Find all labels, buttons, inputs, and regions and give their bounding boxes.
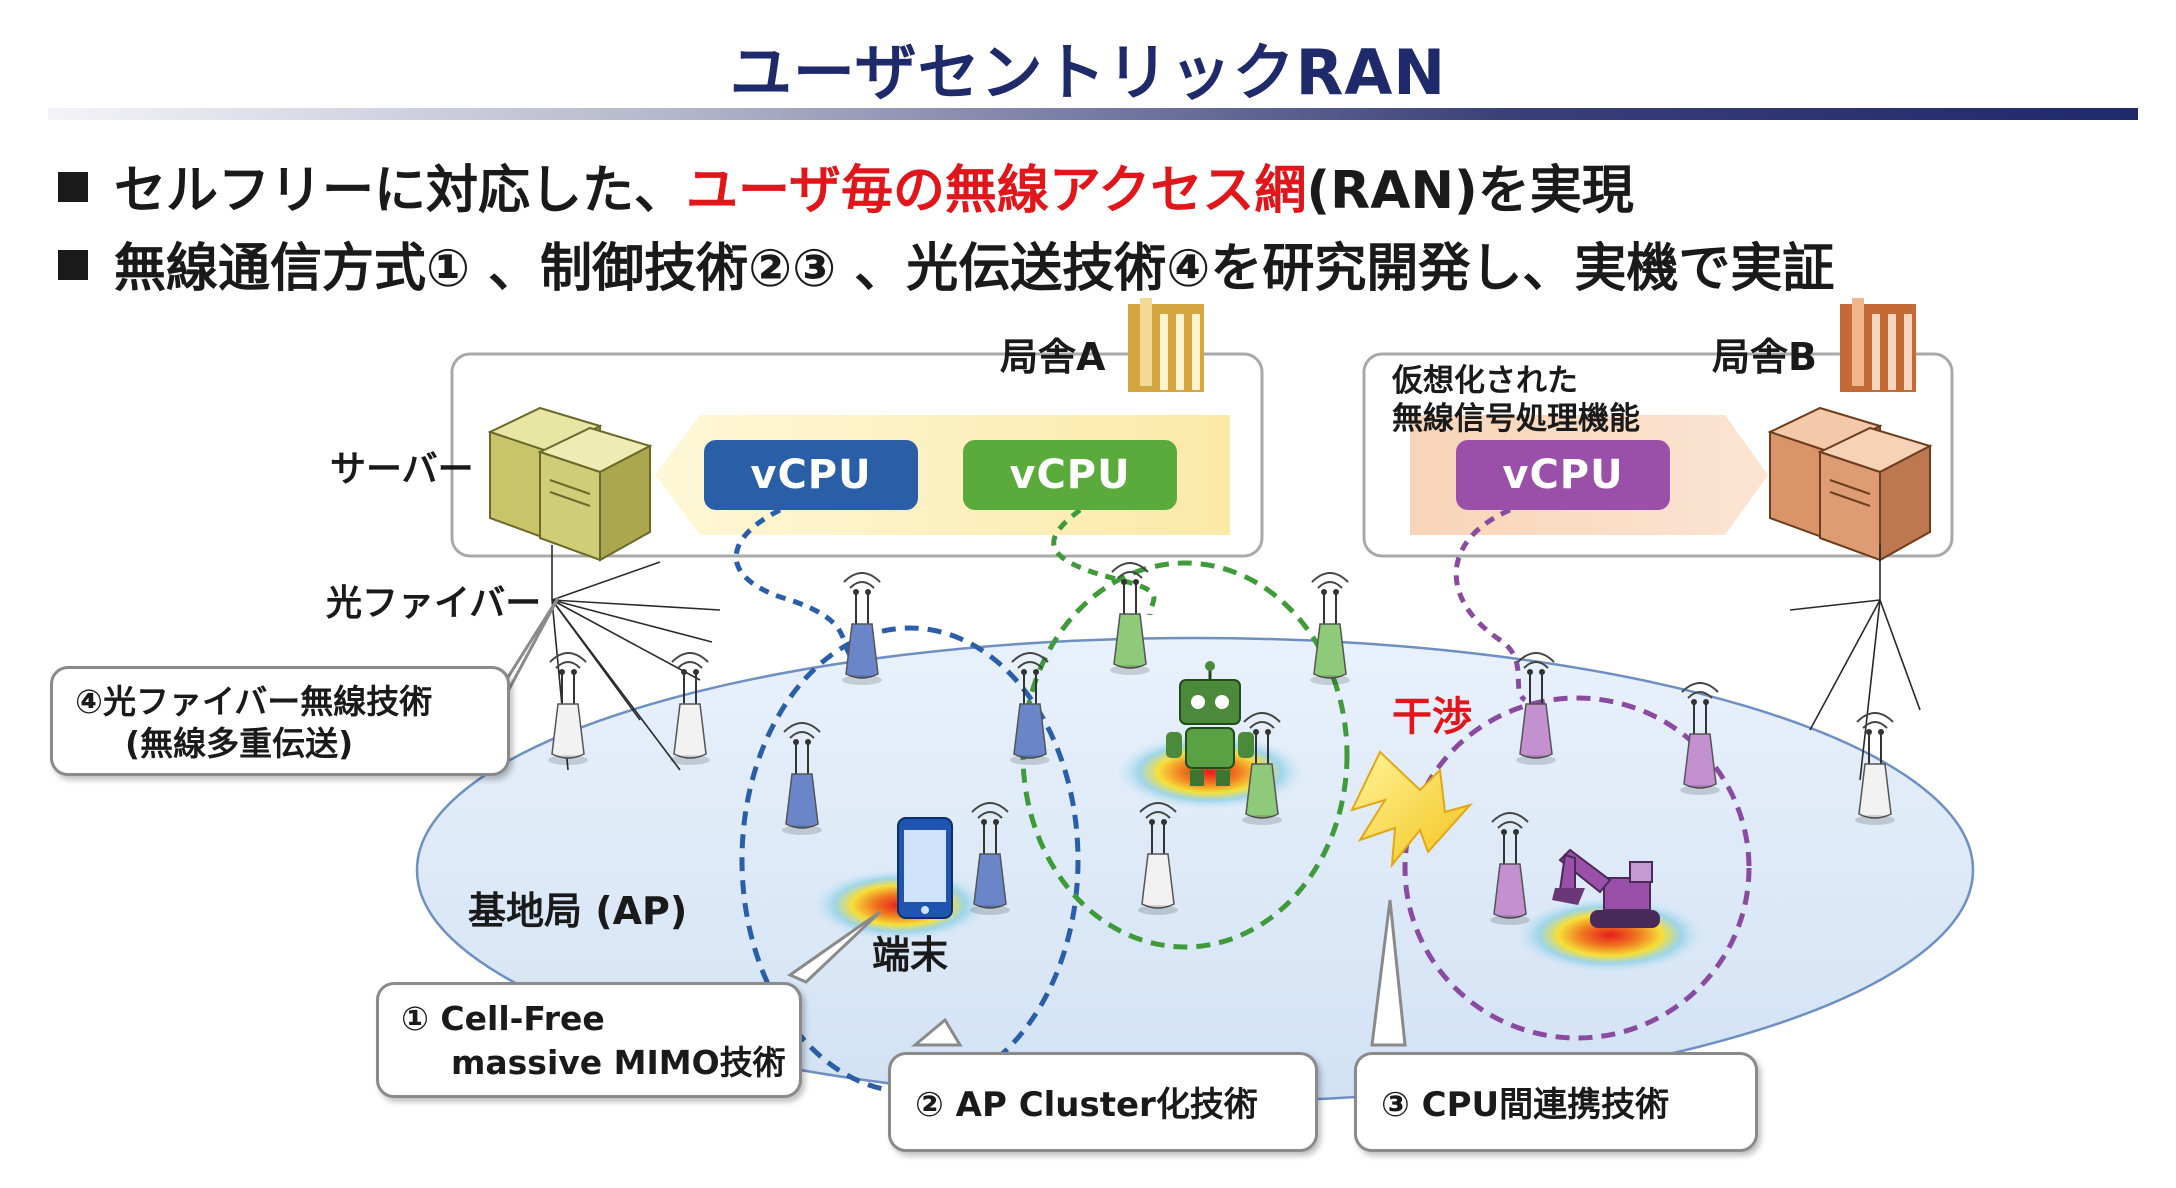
office-a-building-icon	[1128, 298, 1204, 392]
bullet-1-post: (RAN)を実現	[1306, 161, 1634, 221]
antenna-icon	[1310, 572, 1350, 685]
link-purple	[1453, 507, 1527, 703]
callout-ap-cluster: ② AP Cluster化技術	[888, 1052, 1318, 1152]
robot-icon	[1166, 661, 1254, 786]
office-b-label: 局舎B	[1712, 335, 1817, 379]
antenna-icon	[1138, 802, 1178, 915]
interference-bolt-icon	[1350, 750, 1474, 869]
cluster-purple	[1402, 695, 1752, 1041]
cluster-blue	[739, 625, 1081, 1095]
antenna-icon	[670, 652, 710, 765]
terminal-label: 端末	[872, 933, 949, 977]
antenna-icon	[1516, 652, 1556, 765]
server-label: サーバー	[330, 449, 474, 490]
link-blue	[733, 507, 853, 657]
callout-rof: ④光ファイバー無線技術 (無線多重伝送)	[50, 666, 510, 776]
antenna-icon	[1680, 682, 1720, 795]
fiber-label: 光ファイバー	[326, 583, 542, 624]
office-b-building-icon	[1840, 298, 1916, 392]
callout-rof-line-1: ④光ファイバー無線技術	[75, 682, 433, 721]
antenna-icon	[1010, 652, 1050, 765]
bullet-2: 無線通信方式① 、制御技術②③ 、光伝送技術④を研究開発し、実機で実証	[58, 226, 1834, 301]
bullet-square-icon	[58, 250, 88, 280]
virtualized-function-label: 仮想化された 無線信号処理機能	[1392, 362, 1640, 438]
office-a-label: 局舎A	[1000, 335, 1106, 379]
callout-3-tail	[1370, 899, 1407, 1047]
fiber-lines-left	[551, 545, 721, 771]
bullet-2-text: 無線通信方式① 、制御技術②③ 、光伝送技術④を研究開発し、実機で実証	[114, 239, 1835, 299]
callout-2-tail	[910, 1017, 963, 1047]
callout-cellfree-line-2: massive MIMO技術	[451, 1043, 786, 1082]
vcpu-blue: vCPU	[704, 440, 918, 510]
link-green	[1051, 508, 1157, 616]
virtualized-line-2: 無線信号処理機能	[1392, 401, 1640, 437]
callout-cpu-coop: ③ CPU間連携技術	[1354, 1052, 1758, 1152]
antenna-icon	[548, 652, 588, 765]
bullet-square-icon	[58, 172, 88, 202]
bullet-1-pre: セルフリーに対応した、	[114, 161, 687, 221]
antenna-icon	[1490, 812, 1530, 925]
antenna-icon	[970, 802, 1010, 915]
bullet-1: セルフリーに対応した、ユーザ毎の無線アクセス網(RAN)を実現	[58, 148, 1634, 223]
base-station-label: 基地局 (AP)	[468, 889, 688, 933]
callout-1-tail	[786, 910, 882, 984]
smartphone-icon	[897, 817, 953, 919]
server-a-icon	[487, 406, 653, 562]
bullet-1-highlight: ユーザ毎の無線アクセス網	[686, 161, 1307, 221]
callout-rof-line-2: (無線多重伝送)	[125, 724, 354, 763]
fiber-lines-right	[1789, 545, 1921, 781]
title-underline	[48, 108, 2138, 120]
antenna-icon	[782, 722, 822, 835]
callout-cellfree: ① Cell-Free massive MIMO技術	[376, 982, 802, 1098]
antenna-icon	[1242, 712, 1282, 825]
antenna-icon	[842, 572, 882, 685]
page-title: ユーザセントリックRAN	[729, 36, 1447, 109]
virtualized-line-1: 仮想化された	[1392, 363, 1578, 399]
server-b-icon	[1767, 406, 1933, 562]
interference-label: 干渉	[1392, 694, 1472, 740]
antenna-icon	[1855, 712, 1895, 825]
antenna-icon	[1110, 562, 1150, 675]
vcpu-purple: vCPU	[1456, 440, 1670, 510]
excavator-icon	[1552, 848, 1660, 928]
callout-cellfree-line-1: ① Cell-Free	[401, 999, 605, 1038]
vcpu-green: vCPU	[963, 440, 1177, 510]
